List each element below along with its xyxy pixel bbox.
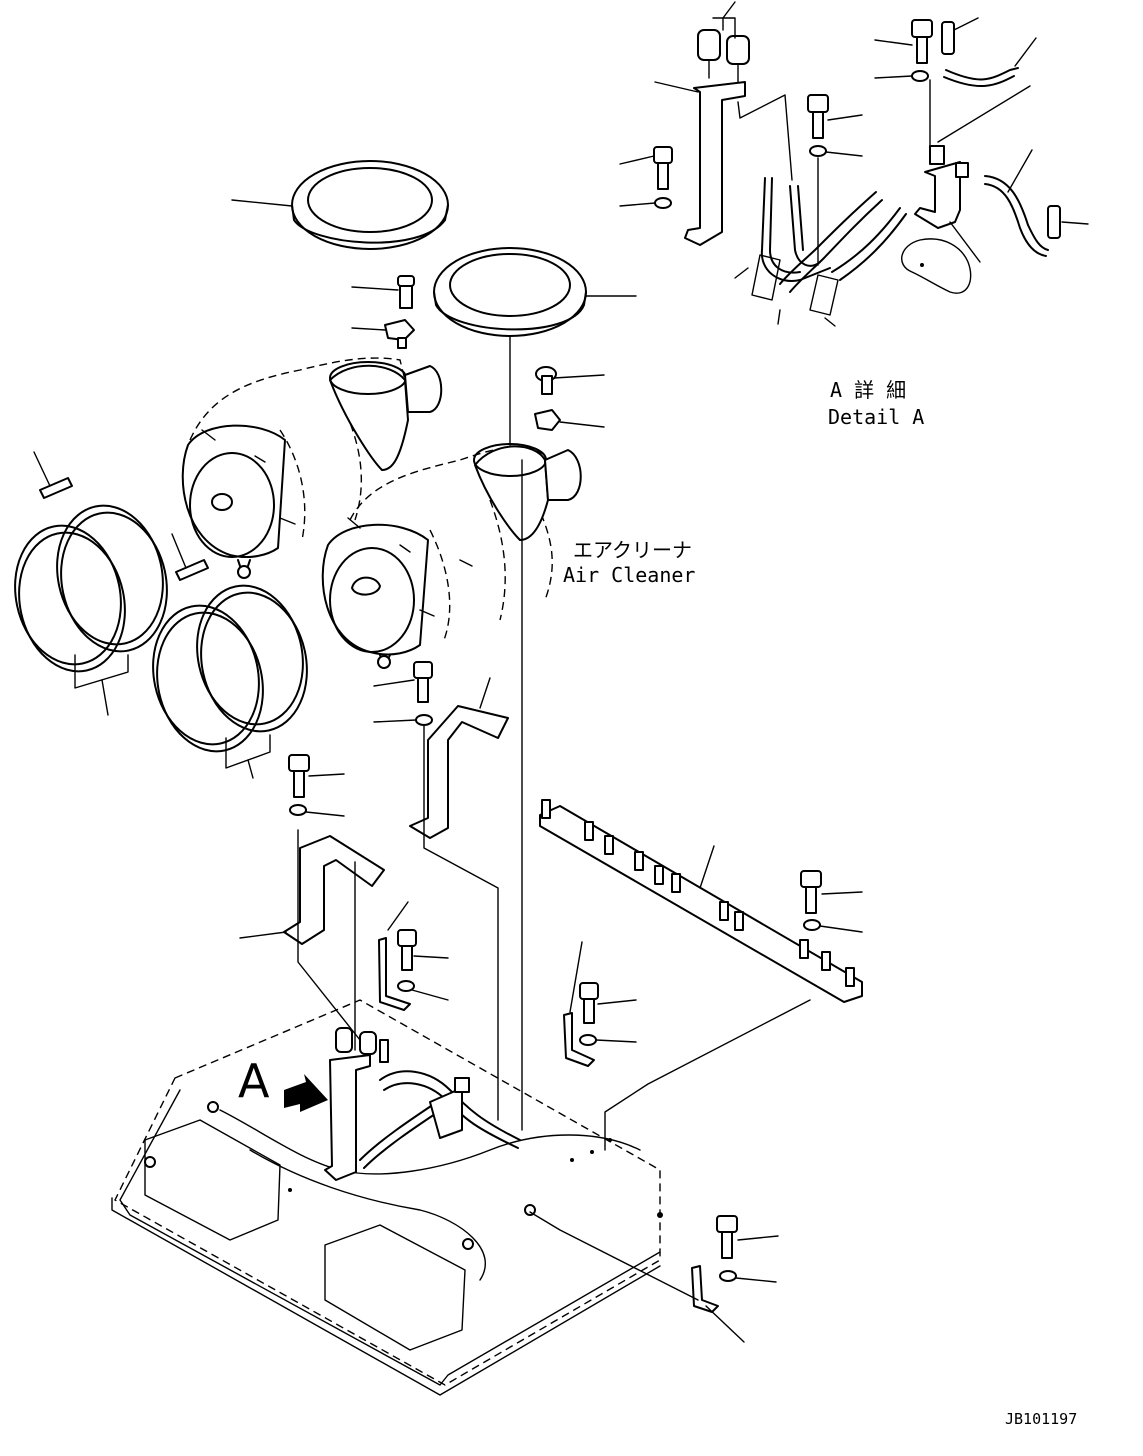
stay-bracket [529, 1211, 745, 1343]
sleeve [941, 21, 955, 55]
component-label-en: Air Cleaner [563, 563, 695, 587]
bolt [619, 146, 673, 190]
indicator-bracket [684, 81, 746, 246]
harness-bracket [539, 799, 863, 1003]
bolt [807, 94, 863, 139]
bolt [800, 870, 863, 914]
washer [415, 714, 433, 726]
bolt [373, 661, 433, 703]
clip [534, 409, 605, 431]
bolt [716, 1215, 779, 1259]
base-frame [111, 999, 663, 1396]
washer [809, 145, 827, 157]
air-cleaner-body-front [321, 443, 582, 669]
stay-bracket [378, 901, 449, 1011]
hose [760, 177, 831, 282]
washer [911, 70, 929, 82]
component-label-jp: エアクリーナ [573, 538, 692, 562]
air-cleaner-bracket-lower [283, 835, 385, 945]
detail-a-group: A 詳 細 Detail A [619, 1, 1089, 429]
air-cleaner-body-rear [181, 357, 443, 579]
switch-bracket [914, 161, 961, 229]
stay-bracket [563, 941, 637, 1067]
drawing-number: JB101197 [1005, 1410, 1077, 1428]
detail-title-jp: A 詳 細 [830, 378, 906, 402]
clip [351, 319, 415, 349]
hose [779, 191, 877, 285]
washer [654, 197, 672, 209]
indicator-assembly-installed [324, 1027, 521, 1181]
bolt [288, 754, 345, 798]
bolt [351, 275, 415, 309]
detail-title-en: Detail A [828, 405, 924, 429]
washer [289, 804, 307, 816]
view-marker-label: A [238, 1054, 270, 1108]
air-cleaner-cover-right [433, 247, 637, 337]
indicator-caps [697, 1, 750, 83]
washer [719, 1270, 737, 1282]
hose [945, 67, 1019, 81]
bolt [535, 366, 605, 395]
washer [803, 919, 821, 931]
air-cleaner-cover-left [231, 160, 449, 250]
sleeve [1047, 205, 1061, 239]
hose [984, 175, 1049, 251]
air-cleaner-bracket-upper [409, 705, 509, 839]
band-clamp-rear [14, 451, 168, 716]
band-clamp-front [152, 533, 308, 779]
view-arrow: A [238, 1054, 328, 1112]
bolt [874, 19, 933, 64]
